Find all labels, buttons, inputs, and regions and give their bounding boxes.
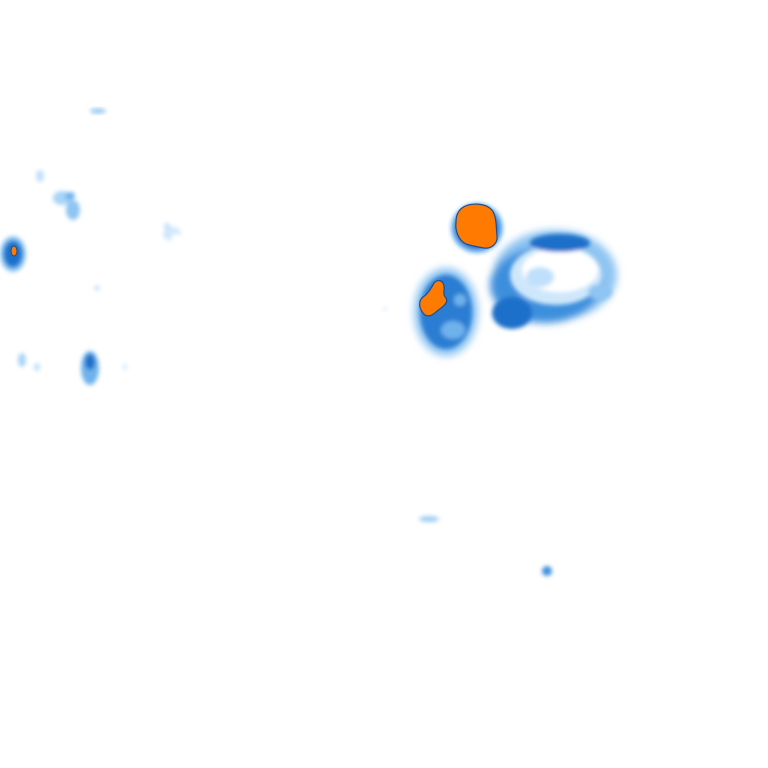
cell-small-south <box>383 307 552 576</box>
cell-cluster-left-upper <box>36 170 80 220</box>
cell-speckle-top <box>90 108 106 114</box>
cell-left-edge <box>0 236 26 272</box>
extreme-core-north <box>455 203 498 249</box>
cell-complex-east <box>414 203 617 356</box>
cell-cluster-left-lower <box>18 286 127 385</box>
cell-small-left-middle <box>163 223 181 242</box>
extreme-core-south <box>419 280 448 317</box>
